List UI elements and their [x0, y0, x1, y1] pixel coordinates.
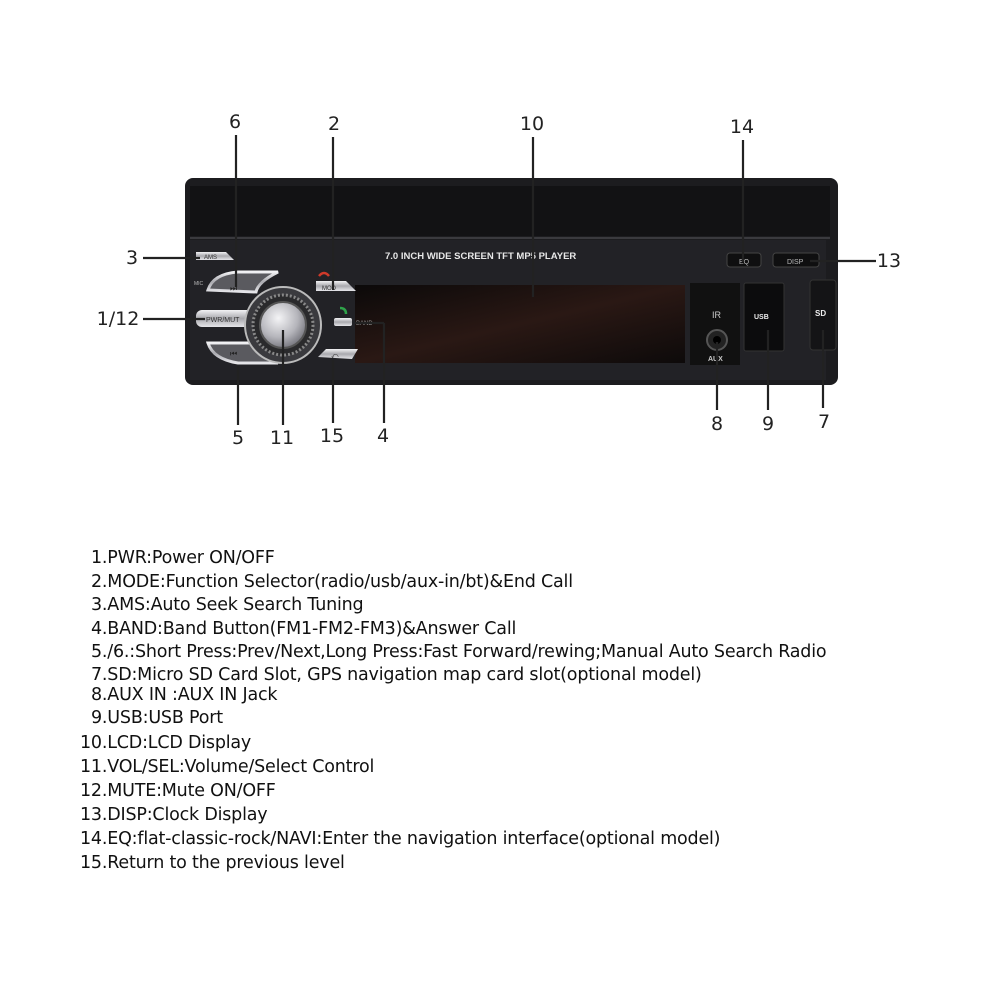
legend-item: 5./6.:Short Press:Prev/Next,Long Press:F… — [91, 642, 827, 662]
svg-text:MOD: MOD — [322, 286, 337, 292]
return-button[interactable]: ⤺ — [318, 349, 358, 360]
aux-jack[interactable]: IR AUX — [706, 310, 728, 363]
callout-14: 14 — [729, 116, 755, 138]
legend-item: 1.PWR:Power ON/OFF — [91, 548, 275, 568]
svg-text:IR: IR — [712, 310, 722, 320]
callout-10: 10 — [519, 113, 545, 135]
legend-item: 13.DISP:Clock Display — [80, 805, 268, 825]
svg-text:AMS: AMS — [204, 255, 217, 261]
prev-icon: ⏮ — [230, 349, 237, 358]
ams-button[interactable]: AMS — [196, 252, 234, 261]
next-icon: ⏭ — [230, 284, 237, 293]
svg-text:AUX: AUX — [708, 356, 723, 363]
callout-11: 11 — [269, 427, 295, 449]
legend-item: 4.BAND:Band Button(FM1-FM2-FM3)&Answer C… — [91, 618, 517, 639]
callout-5: 5 — [231, 427, 245, 449]
mic-label: MIC — [194, 281, 204, 287]
svg-text:EQ: EQ — [739, 259, 750, 266]
return-icon: ⤺ — [331, 353, 339, 360]
callout-lines — [143, 135, 876, 425]
legend-item: 14.EQ:flat-classic-rock/NAVI:Enter the n… — [80, 829, 721, 849]
model-text: 7.0 INCH WIDE SCREEN TFT MP5 PLAYER — [385, 251, 576, 262]
legend-item: 2.MODE:Function Selector(radio/usb/aux-i… — [91, 571, 573, 592]
pwr-mut-button[interactable]: PWR/MUT — [196, 310, 254, 327]
svg-text:PWR/MUT: PWR/MUT — [206, 317, 240, 324]
callout-9: 9 — [761, 413, 775, 435]
svg-text:SD: SD — [815, 309, 826, 318]
usb-port[interactable]: USB — [743, 282, 785, 352]
legend-item: 8.AUX IN :AUX IN Jack — [91, 685, 278, 705]
callout-13: 13 — [876, 250, 902, 272]
legend-item: 12.MUTE:Mute ON/OFF — [80, 781, 276, 801]
callout-4: 4 — [376, 425, 390, 447]
svg-text:USB: USB — [754, 314, 769, 321]
callout-8: 8 — [710, 413, 724, 435]
legend-item: 3.AMS:Auto Seek Search Tuning — [91, 595, 364, 615]
car-stereo-diagram: 7.0 INCH WIDE SCREEN TFT MP5 PLAYER AMS … — [143, 135, 876, 425]
end-call-icon — [318, 271, 330, 277]
legend-item: 10.LCD:LCD Display — [80, 733, 252, 753]
callout-3: 3 — [125, 247, 139, 269]
callout-6: 6 — [228, 111, 242, 133]
callout-2: 2 — [327, 113, 341, 135]
callout-7: 7 — [817, 411, 831, 433]
lcd-display — [355, 285, 685, 363]
legend-item: 15.Return to the previous level — [80, 853, 345, 873]
legend-item: 11.VOL/SEL:Volume/Select Control — [80, 757, 375, 777]
svg-text:DISP: DISP — [787, 259, 804, 266]
callout-15: 15 — [319, 425, 345, 447]
callout-1-12: 1/12 — [96, 308, 140, 330]
next-button[interactable]: ⏭ — [205, 270, 279, 294]
volume-select-knob[interactable] — [244, 286, 322, 364]
legend-item: 7.SD:Micro SD Card Slot, GPS navigation … — [91, 665, 702, 685]
legend-item: 9.USB:USB Port — [91, 708, 223, 728]
answer-call-icon — [339, 306, 348, 315]
mode-button[interactable]: MOD — [316, 271, 356, 292]
